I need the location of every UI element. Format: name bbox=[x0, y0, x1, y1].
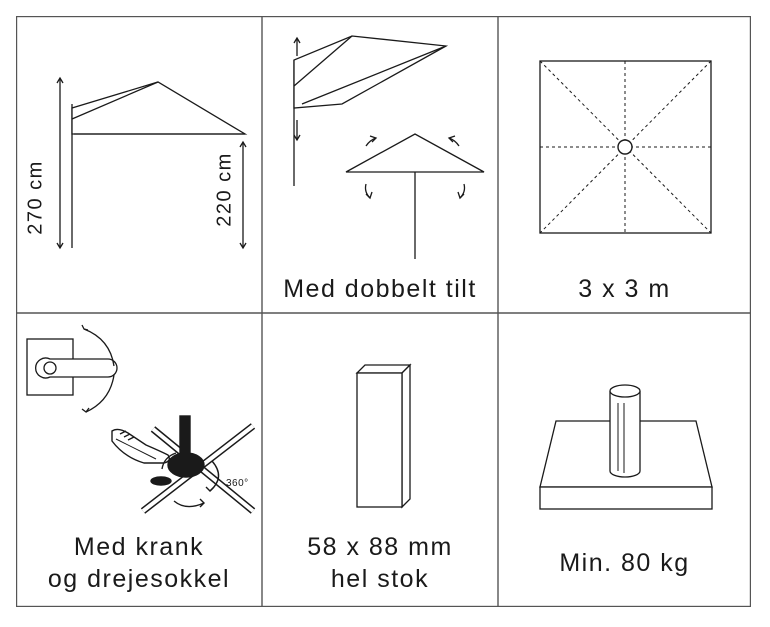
spec-grid: 270 cm 220 cm bbox=[15, 15, 752, 608]
pole-profile-icon bbox=[355, 363, 412, 509]
panel-heights: 270 cm 220 cm bbox=[16, 16, 262, 313]
weight-base-icon bbox=[539, 384, 713, 510]
canopy-top-icon bbox=[539, 60, 712, 234]
grid-lines bbox=[15, 15, 752, 608]
panel-size: 3 x 3 m bbox=[498, 16, 751, 313]
rotation-label: 360° bbox=[226, 478, 249, 489]
pole-caption-line1: 58 x 88 mm bbox=[307, 533, 453, 561]
rotating-base-icon bbox=[111, 415, 256, 514]
panel-pole: 58 x 88 mm hel stok bbox=[262, 313, 498, 607]
panel-base: Min. 80 kg bbox=[498, 313, 751, 607]
height-edge-label: 220 cm bbox=[213, 152, 236, 227]
crank-handle-icon bbox=[26, 324, 118, 413]
tilt-caption: Med dobbelt tilt bbox=[283, 275, 477, 303]
crank-caption-line1: Med krank bbox=[73, 533, 205, 561]
tilt-umbrella-icon bbox=[293, 35, 485, 259]
panel-crank: 360° Med krank og drejesokkel bbox=[16, 313, 262, 607]
pole-caption-line2: hel stok bbox=[330, 565, 430, 593]
crank-caption-line2: og drejesokkel bbox=[47, 565, 231, 593]
umbrella-side-icon bbox=[56, 76, 248, 250]
height-total-label: 270 cm bbox=[24, 160, 47, 235]
size-caption: 3 x 3 m bbox=[578, 275, 671, 303]
panel-tilt: Med dobbelt tilt bbox=[262, 16, 498, 313]
base-caption: Min. 80 kg bbox=[559, 549, 690, 577]
